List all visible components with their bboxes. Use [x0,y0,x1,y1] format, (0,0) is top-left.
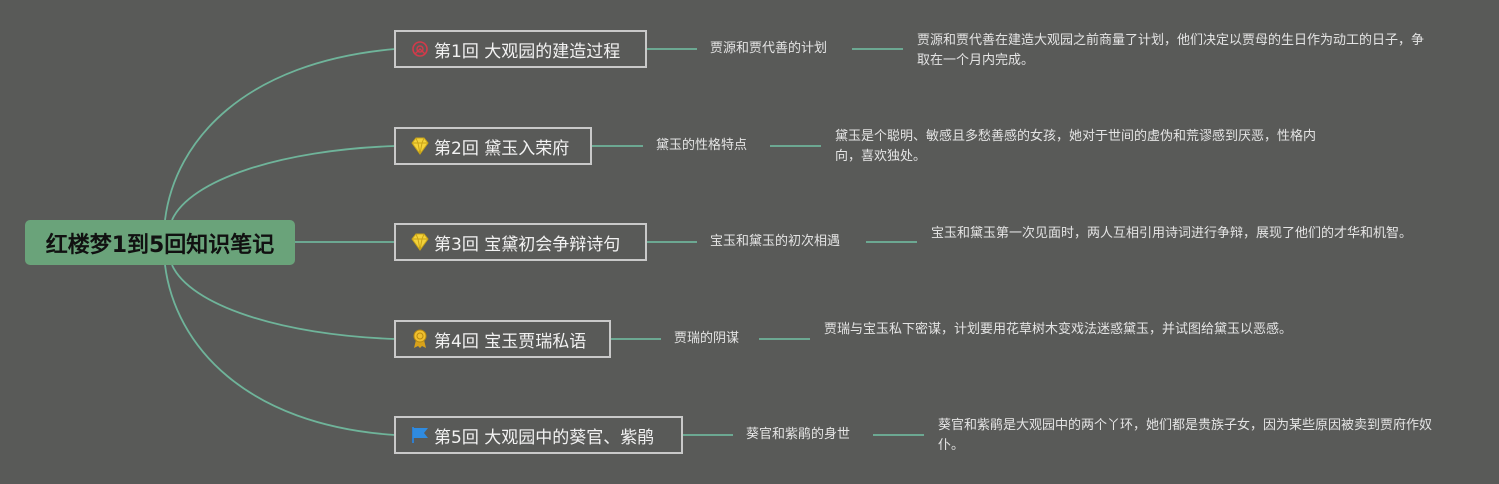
description-4: 贾瑞与宝玉私下密谋，计划要用花草树木变戏法迷惑黛玉，并试图给黛玉以恶感。 [824,322,1293,337]
topic-1[interactable]: 第1回 大观园的建造过程 [394,30,647,68]
subtopic-4[interactable]: 贾瑞的阴谋 [674,331,740,346]
description-1: 贾源和贾代善在建造大观园之前商量了计划，他们决定以贾母的生日作为动工的日子，争取… [917,33,1425,68]
blue-flag-icon [410,425,430,445]
description-3: 宝玉和黛玉第一次见面时，两人互相引用诗词进行争辩，展现了他们的才华和机智。 [931,226,1413,241]
subtopic-2[interactable]: 黛玉的性格特点 [656,138,748,153]
diamond-icon [410,232,430,252]
connector-root-topic-5 [164,264,396,436]
subtopic-1[interactable]: 贾源和贾代善的计划 [710,41,828,56]
root-title: 红楼梦1到5回知识笔记 [45,232,275,258]
description-2: 黛玉是个聪明、敏感且多愁善感的女孩，她对于世间的虚伪和荒谬感到厌恶，性格内向，喜… [835,129,1317,164]
topic-4[interactable]: 第4回 宝玉贾瑞私语 [394,320,611,358]
topic-5-title: 第5回 大观园中的葵官、紫鹃 [434,427,655,448]
topic-5[interactable]: 第5回 大观园中的葵官、紫鹃 [394,416,683,454]
topic-4-title: 第4回 宝玉贾瑞私语 [434,331,587,352]
diamond-icon [410,136,430,156]
topic-1-title: 第1回 大观园的建造过程 [434,41,621,62]
award-ribbon-icon [410,329,430,349]
connector-root-topic-1 [164,48,396,221]
topic-2[interactable]: 第2回 黛玉入荣府 [394,127,592,165]
subtopic-3[interactable]: 宝玉和黛玉的初次相遇 [710,234,841,249]
description-5: 葵官和紫鹃是大观园中的两个丫环，她们都是贵族子女，因为某些原因被卖到贾府作奴仆。 [938,418,1433,453]
topic-3[interactable]: 第3回 宝黛初会争辩诗句 [394,223,647,261]
connector-root-topic-4 [171,264,396,340]
topic-3-title: 第3回 宝黛初会争辩诗句 [434,234,621,255]
topic-2-title: 第2回 黛玉入荣府 [434,138,570,159]
connector-root-topic-2 [171,145,396,221]
red-flower-icon [410,39,430,59]
subtopic-5[interactable]: 葵官和紫鹃的身世 [746,427,851,442]
root-topic[interactable]: 红楼梦1到5回知识笔记 [25,220,295,265]
